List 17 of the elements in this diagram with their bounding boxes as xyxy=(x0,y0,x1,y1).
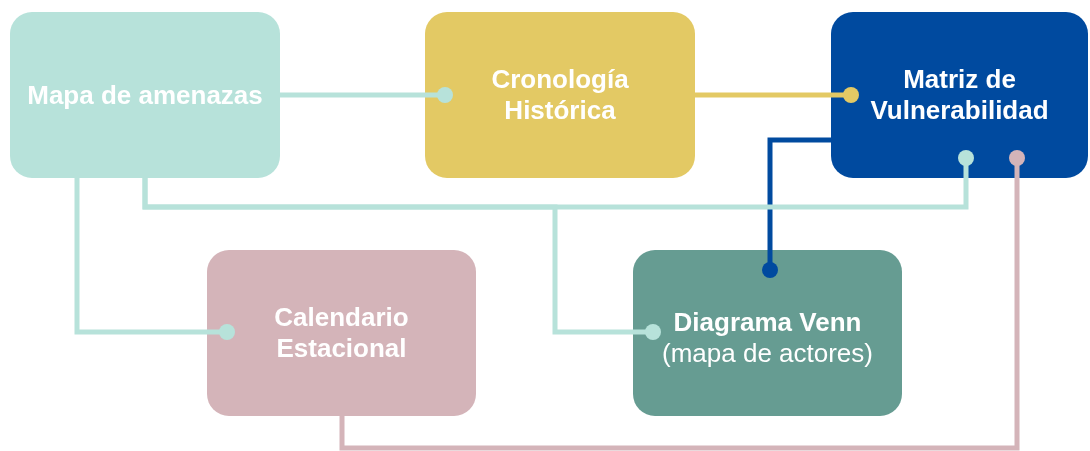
connector-line xyxy=(759,137,831,281)
process-box xyxy=(831,12,1088,178)
node-title: Matriz de Vulnerabilidad xyxy=(869,64,1050,126)
node-subtitle: (mapa de actores) xyxy=(662,338,873,369)
node-title: Diagrama Venn xyxy=(673,307,862,338)
process-box xyxy=(10,12,280,178)
connector-line xyxy=(339,147,1028,451)
process-box xyxy=(207,250,476,416)
node-title: Cronología Histórica xyxy=(490,64,630,126)
connector-line xyxy=(74,178,238,343)
connector-line xyxy=(695,84,862,106)
connector-line xyxy=(142,178,664,343)
process-box xyxy=(633,250,902,416)
process-box xyxy=(425,12,695,178)
node-title: Mapa de amenazas xyxy=(27,79,263,111)
connector-line xyxy=(280,84,456,106)
node-title: Calendario Estacional xyxy=(273,302,410,364)
